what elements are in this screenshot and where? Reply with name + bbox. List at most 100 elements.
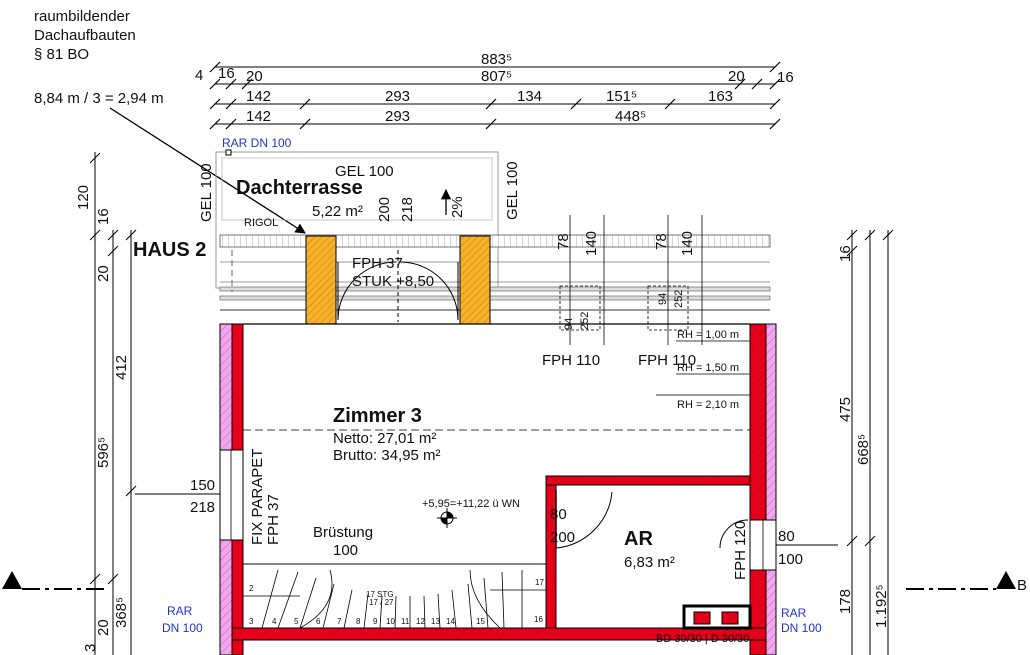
ar-door-80: 80	[550, 506, 567, 523]
note-line1: raumbildender	[34, 8, 130, 25]
stair-step-10: 10	[386, 617, 395, 626]
rar-right-1: RAR	[781, 606, 807, 620]
skylight-94b: 94	[657, 293, 669, 305]
rh-lines	[656, 340, 750, 396]
stair-step-5: 5	[294, 617, 299, 626]
ar-door-200: 200	[550, 529, 575, 546]
note: raumbildender Dachaufbauten § 81 BO 8,84…	[34, 8, 306, 234]
section-marker-right	[906, 571, 1016, 590]
dim-left-20: 20	[95, 265, 112, 282]
dim-left-3685: 368⁵	[113, 597, 130, 628]
stair-step-13: 13	[431, 617, 440, 626]
door-stuk: STUK +8,50	[352, 273, 434, 290]
rh-150: RH = 1,50 m	[677, 362, 739, 374]
stair-step-15: 15	[476, 617, 485, 626]
note-line3: § 81 BO	[34, 46, 89, 63]
level-marker	[437, 508, 457, 528]
terrace-area: 5,22 m²	[312, 203, 363, 220]
dim-row4-c: 448⁵	[615, 108, 646, 125]
dimension-top	[209, 61, 781, 130]
dim-left-3: 3	[82, 644, 99, 652]
note-line2: Dachaufbauten	[34, 27, 136, 44]
ar-name: AR	[624, 528, 653, 550]
dim-left-16: 16	[95, 208, 112, 225]
window-right-100: 100	[778, 551, 803, 568]
house-label: HAUS 2	[133, 239, 206, 261]
dim-row2-b: 16	[218, 65, 235, 82]
wall-orange-right	[459, 235, 491, 325]
stair-step-17: 17	[535, 578, 544, 587]
skylight-78a: 78	[555, 233, 572, 250]
dim-row2-e: 16	[777, 69, 794, 86]
room-brutto: Brutto: 34,95 m²	[333, 447, 441, 464]
roof-band	[219, 234, 771, 311]
stair-ratio: 17 / 27	[369, 598, 394, 607]
dim-row3-a: 142	[246, 88, 271, 105]
skylight-140b: 140	[679, 231, 696, 256]
window-left-fix: FIX PARAPET	[249, 449, 266, 545]
dim-left-412: 412	[113, 355, 130, 380]
dim-right-11925: 1.192⁵	[873, 584, 890, 628]
skylight-fph2: FPH 110	[638, 352, 696, 369]
terrace-slope: 2%	[449, 196, 466, 218]
window-right-80: 80	[778, 528, 795, 545]
terrace-gel-right: GEL 100	[504, 161, 521, 220]
skylight-fph1: FPH 110	[542, 352, 600, 369]
terrace-rar: RAR DN 100	[222, 136, 292, 150]
stair-step-2: 2	[249, 584, 254, 593]
stair-step-3: 3	[249, 617, 254, 626]
ar-door	[555, 490, 613, 549]
skylights	[559, 215, 703, 345]
skylight-252a: 252	[579, 312, 591, 330]
note-leader	[109, 107, 306, 234]
dim-row3-c: 134	[517, 88, 542, 105]
dim-left-120: 120	[75, 185, 92, 210]
skylight-140a: 140	[583, 231, 600, 256]
beam-label: BD 30/30 | D 30/30	[656, 633, 749, 645]
terrace-d218: 218	[399, 197, 416, 222]
dim-row3-e: 163	[708, 88, 733, 105]
stair-step-14: 14	[446, 617, 455, 626]
skylight-78b: 78	[653, 233, 670, 250]
dim-left-20b: 20	[95, 619, 112, 636]
room-name: Zimmer 3	[333, 405, 422, 427]
ar-area: 6,83 m²	[624, 554, 675, 571]
dim-row3-b: 293	[385, 88, 410, 105]
room-level: +5,95=+11,22 ü WN	[422, 498, 520, 510]
rar-right-2: DN 100	[781, 621, 822, 635]
dim-right-178: 178	[837, 589, 854, 614]
dim-row2-c: 20	[246, 68, 263, 85]
dimension-right	[846, 229, 894, 655]
stair-step-16: 16	[534, 615, 543, 624]
stair-step-4: 4	[272, 617, 277, 626]
window-right-fph120: FPH 120	[732, 521, 749, 580]
rar-left-1: RAR	[167, 604, 193, 618]
stair-step-12: 12	[416, 617, 425, 626]
rar-left-2: DN 100	[162, 621, 203, 635]
stair-label: 17 STG	[366, 590, 394, 599]
stair-step-11: 11	[401, 617, 410, 626]
window-right	[749, 519, 838, 571]
dim-right-475: 475	[837, 397, 854, 422]
terrace-gel-left: GEL 100	[198, 163, 215, 222]
window-left-218: 218	[190, 499, 215, 516]
skylight-252b: 252	[673, 290, 685, 308]
wall-orange-left	[305, 235, 337, 325]
dim-row1-total: 883⁵	[481, 51, 512, 68]
rh-210: RH = 2,10 m	[677, 399, 739, 411]
stair-step-8: 8	[356, 617, 361, 626]
stair-step-7: 7	[337, 617, 342, 626]
dim-left-5965: 596⁵	[95, 437, 112, 468]
dim-right-6685: 668⁵	[855, 434, 872, 465]
dim-row4-b: 293	[385, 108, 410, 125]
stair-step-9: 9	[373, 617, 378, 626]
stair-step-6: 6	[316, 617, 321, 626]
rh-100: RH = 1,00 m	[677, 329, 739, 341]
staircase	[242, 563, 547, 629]
dim-row2-d: 20	[728, 68, 745, 85]
dimension-left	[89, 152, 137, 655]
room-bruestung-val: 100	[333, 542, 358, 559]
door-fph37: FPH 37	[352, 255, 403, 272]
window-right-swing	[719, 519, 749, 549]
